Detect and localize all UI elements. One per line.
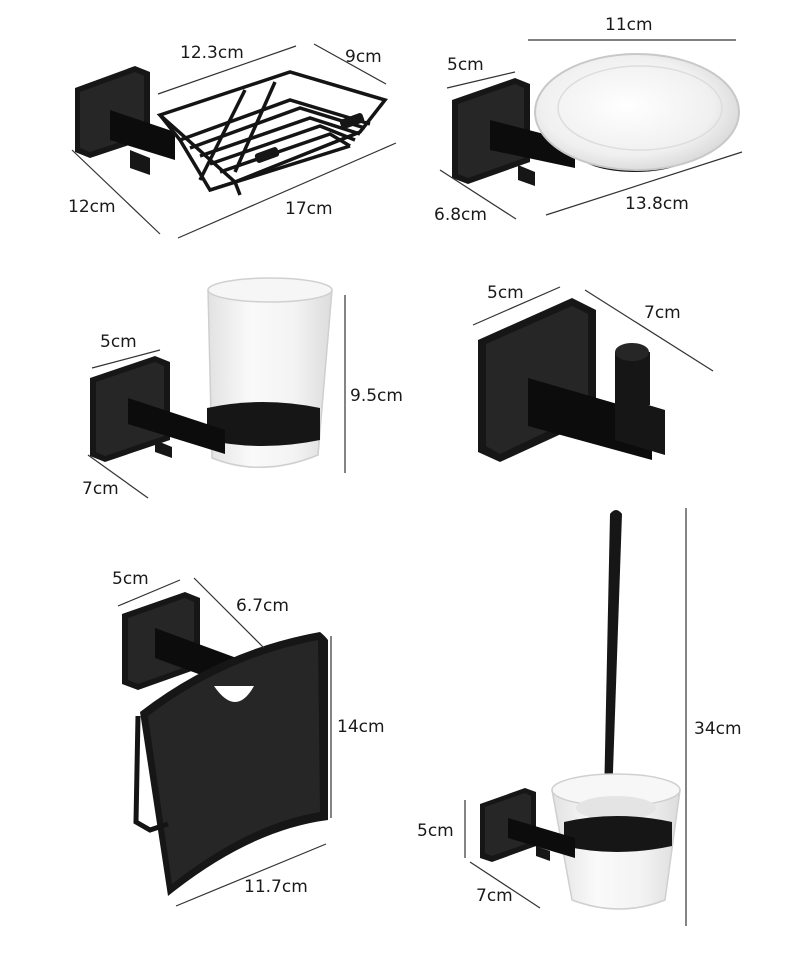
tumbler-holder-height-label: 9.5cm	[350, 386, 403, 406]
paper-holder-height-label: 14cm	[337, 717, 385, 737]
tumbler-holder-depth-label: 7cm	[82, 479, 119, 499]
soap-dish-depth-label: 6.8cm	[434, 205, 487, 225]
toilet-brush-depth-label: 7cm	[476, 886, 513, 906]
paper-holder-base-label: 5cm	[112, 569, 149, 589]
soap-dish-base-label: 5cm	[447, 55, 484, 75]
toilet-brush: 34cm 5cm 7cm	[417, 508, 742, 926]
tumbler-holder: 5cm 9.5cm 7cm	[82, 277, 403, 499]
robe-hook-length-label: 7cm	[644, 303, 681, 323]
paper-holder: 5cm 6.7cm 14cm 11.7cm	[112, 569, 385, 907]
soap-basket-length-label: 17cm	[285, 199, 333, 219]
robe-hook-base-label: 5cm	[487, 283, 524, 303]
soap-basket-depth-label: 9cm	[345, 47, 382, 67]
toilet-brush-base-label: 5cm	[417, 821, 454, 841]
soap-dish-length-label: 13.8cm	[625, 194, 689, 214]
soap-basket-height-label: 12cm	[68, 197, 116, 217]
paper-holder-width-label: 11.7cm	[244, 877, 308, 897]
paper-holder-depth-label: 6.7cm	[236, 596, 289, 616]
toilet-brush-height-label: 34cm	[694, 719, 742, 739]
tumbler-holder-base-label: 5cm	[100, 332, 137, 352]
soap-basket: 12.3cm 9cm 12cm 17cm	[68, 43, 397, 239]
soap-dish: 11cm 5cm 6.8cm 13.8cm	[434, 15, 743, 225]
soap-basket-width-label: 12.3cm	[180, 43, 244, 63]
robe-hook: 5cm 7cm	[472, 283, 714, 462]
soap-dish-diameter-label: 11cm	[605, 15, 653, 35]
